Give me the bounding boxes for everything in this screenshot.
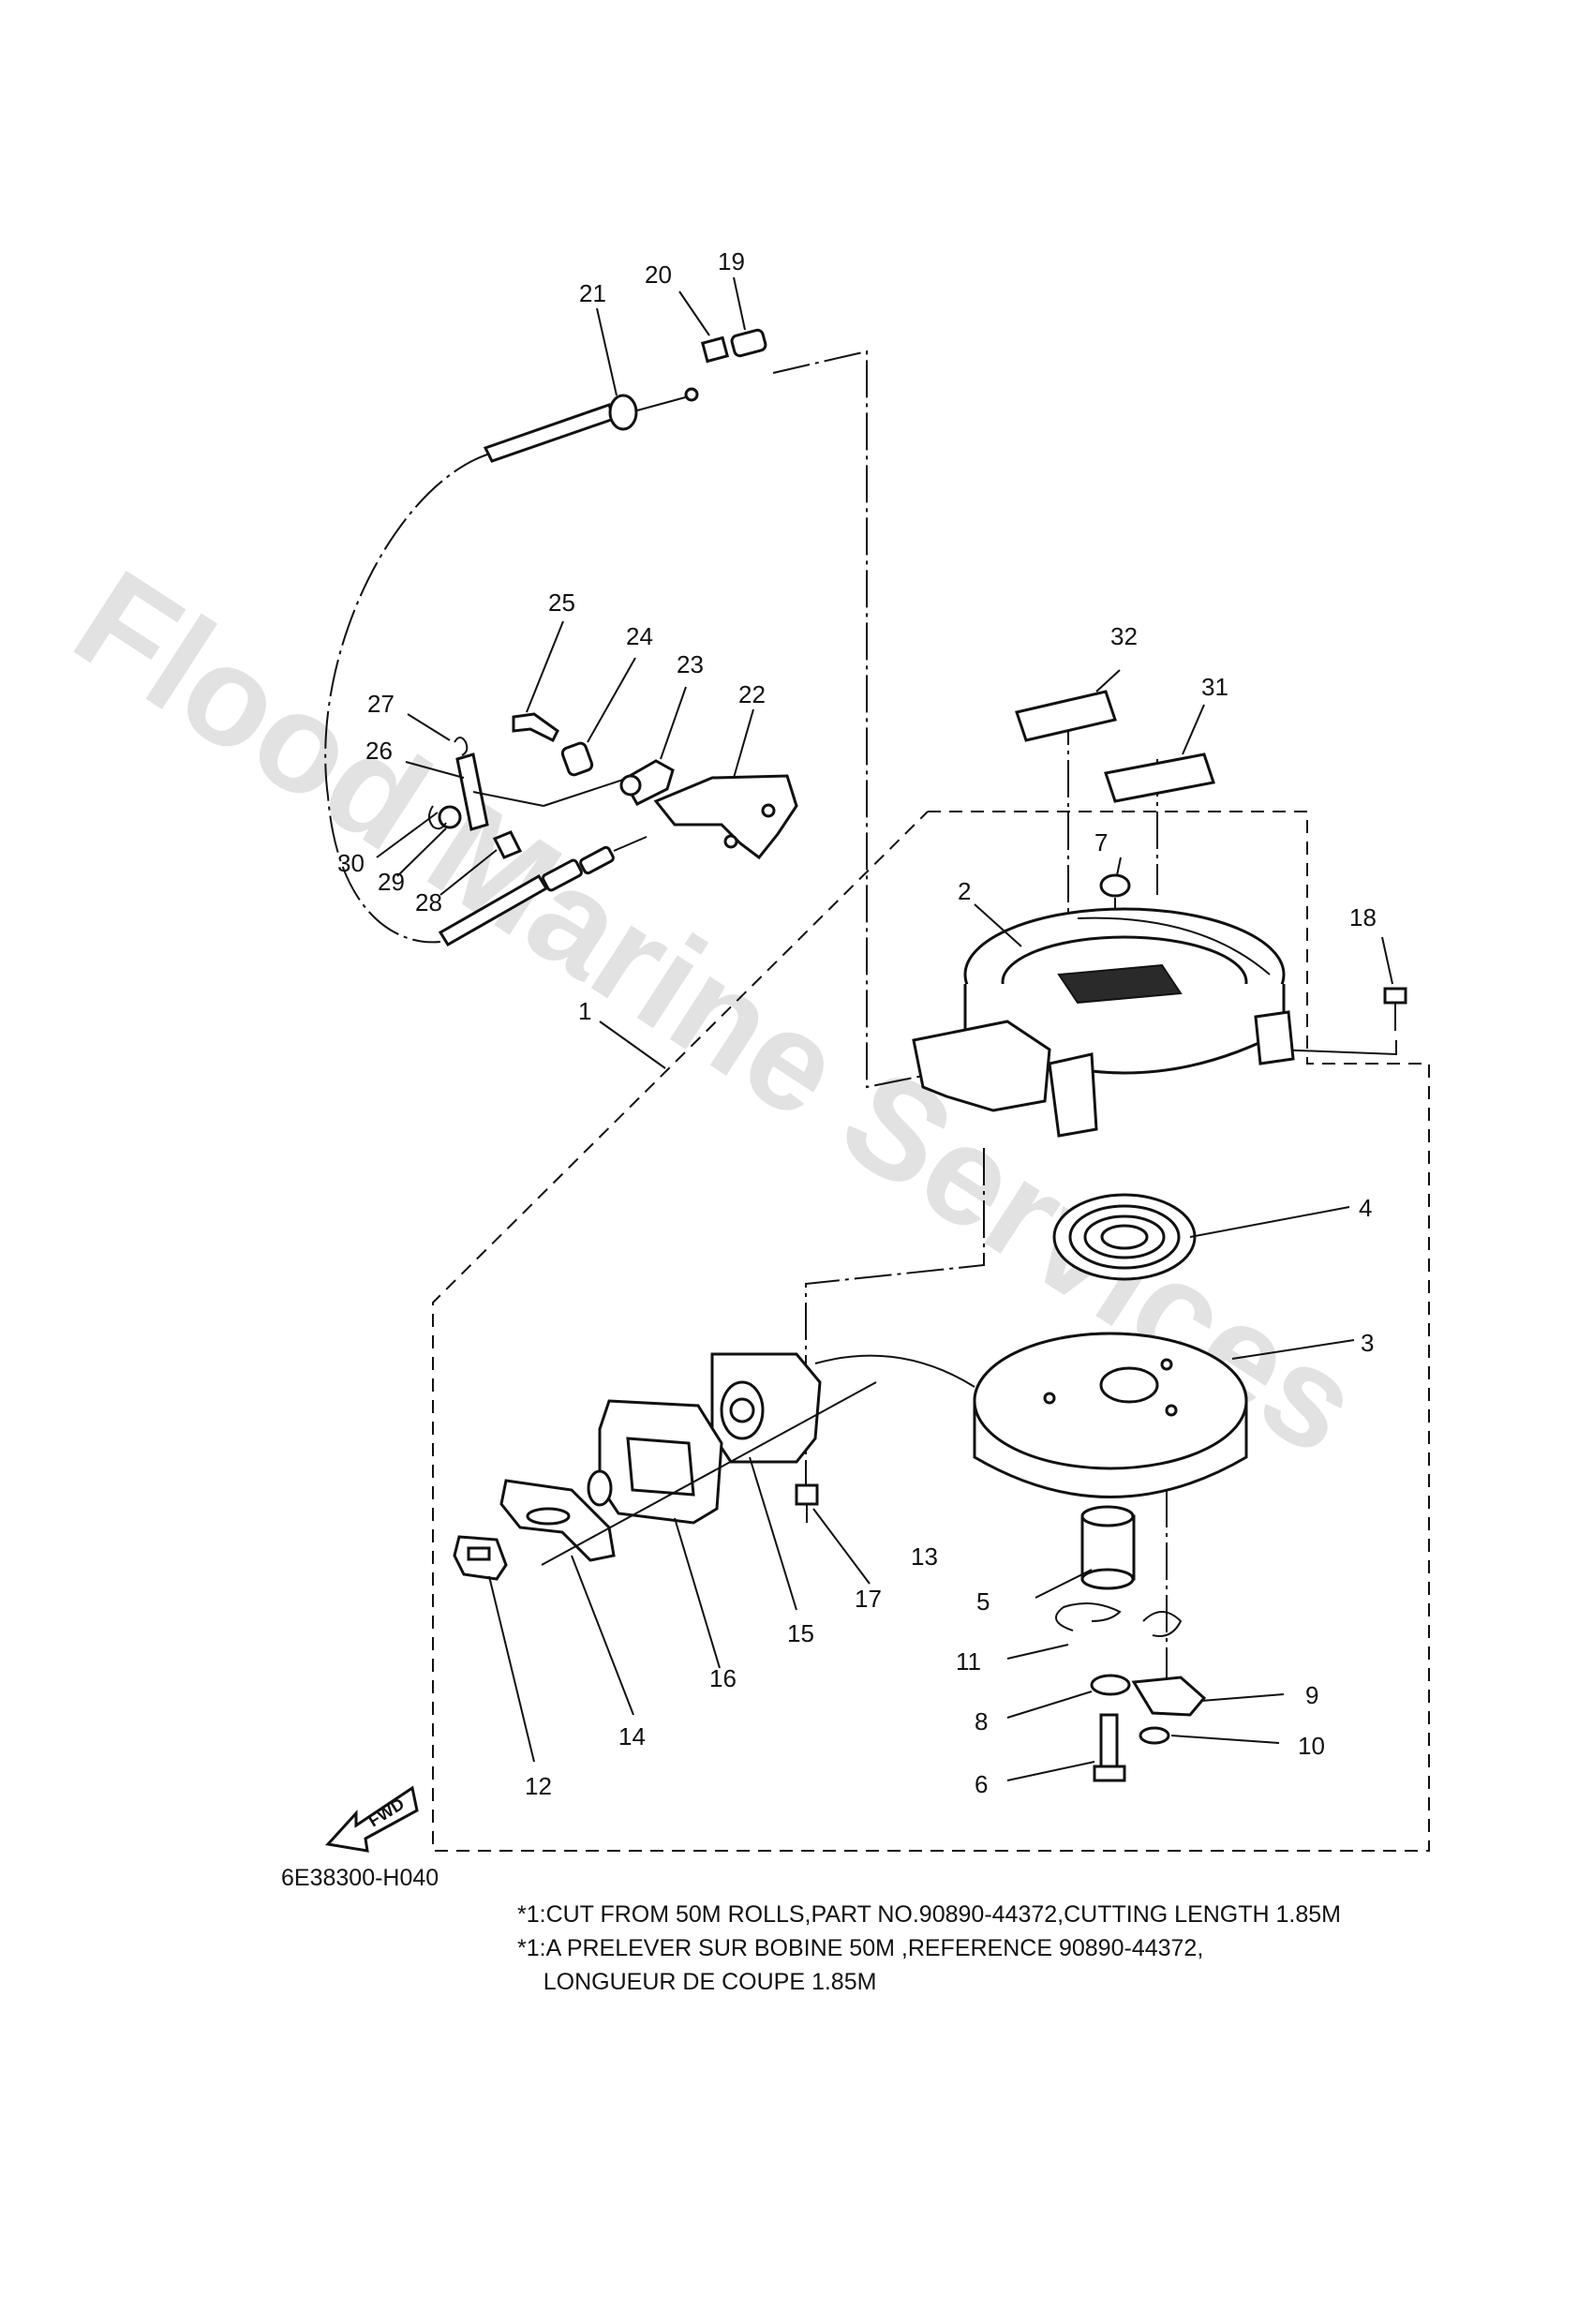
bracket-22 [653,774,798,860]
spring-20 [700,335,730,364]
callout-16: 16 [709,1664,737,1692]
callout-20: 20 [645,261,672,289]
starter-rope [814,1354,975,1388]
circlip-10 [1139,1726,1170,1745]
callout-9: 9 [1305,1681,1318,1709]
callout-5: 5 [976,1587,990,1616]
callouts: 1 2 3 4 5 6 7 8 9 10 11 12 13 14 15 16 1… [337,247,1377,1800]
reference-line-cable [772,350,938,1089]
callout-26: 26 [365,737,393,765]
callout-32: 32 [1110,622,1138,650]
bolt-18 [1383,987,1407,1005]
footnote-english: *1:CUT FROM 50M ROLLS,PART NO.90890-4437… [517,1901,1341,1928]
callout-17: 17 [855,1585,882,1613]
washer-29 [438,805,462,829]
callout-15: 15 [787,1619,814,1647]
callout-30: 30 [337,849,365,877]
callout-2: 2 [958,877,971,905]
callout-18: 18 [1349,903,1377,931]
nut-7 [1099,873,1131,898]
cable-nut-21 [608,394,638,431]
assembly-outline [432,811,1430,1852]
label-32 [1015,690,1117,742]
cable-end-19 [730,328,767,358]
callout-31: 31 [1201,673,1228,701]
callout-29: 29 [378,868,405,896]
drive-pawl [1131,1676,1207,1717]
callout-23: 23 [677,650,704,678]
callout-27: 27 [367,690,394,718]
cable-loop [324,454,488,944]
label-31 [1104,752,1215,803]
washer-8 [1090,1674,1131,1696]
callout-4: 4 [1359,1194,1372,1222]
callout-22: 22 [738,680,766,708]
throttle-cable-lower [438,873,549,947]
clip-30 [428,805,447,830]
callout-1: 1 [578,997,591,1025]
footnote-french-1: *1:A PRELEVER SUR BOBINE 50M ,REFERENCE … [517,1935,1204,1961]
callout-21: 21 [579,279,606,307]
link-26 [455,752,489,831]
callout-24: 24 [626,622,653,650]
cover-arm [912,1020,1051,1112]
bolt-17 [795,1483,819,1506]
callout-3: 3 [1361,1329,1374,1357]
throttle-cable-upper [483,403,616,463]
callout-14: 14 [618,1722,646,1750]
fwd-arrow-icon: FWD [325,1785,419,1853]
clip-27 [454,737,469,756]
joint-28 [492,830,523,859]
callout-19: 19 [718,247,745,276]
callout-12: 12 [525,1772,552,1800]
footnote-french-2: LONGUEUR DE COUPE 1.85M [517,1969,877,1995]
pawl-spring [1055,1602,1122,1631]
callout-8: 8 [975,1707,988,1736]
footnotes: *1:CUT FROM 50M ROLLS,PART NO.90890-4437… [517,1898,1341,1999]
callout-13: 13 [911,1542,938,1571]
screw-25 [512,712,559,743]
collar-24 [560,741,594,777]
callout-25: 25 [548,588,575,617]
callout-7: 7 [1094,828,1108,857]
callout-6: 6 [975,1770,988,1798]
bolt-6 [1099,1713,1119,1768]
reference-line-bolt18 [1273,1040,1397,1056]
callout-11: 11 [956,1647,981,1676]
callout-28: 28 [415,888,442,916]
callout-10: 10 [1298,1732,1325,1760]
diagram-code: 6E38300-H040 [281,1865,439,1891]
leader-lines [376,276,1393,1781]
